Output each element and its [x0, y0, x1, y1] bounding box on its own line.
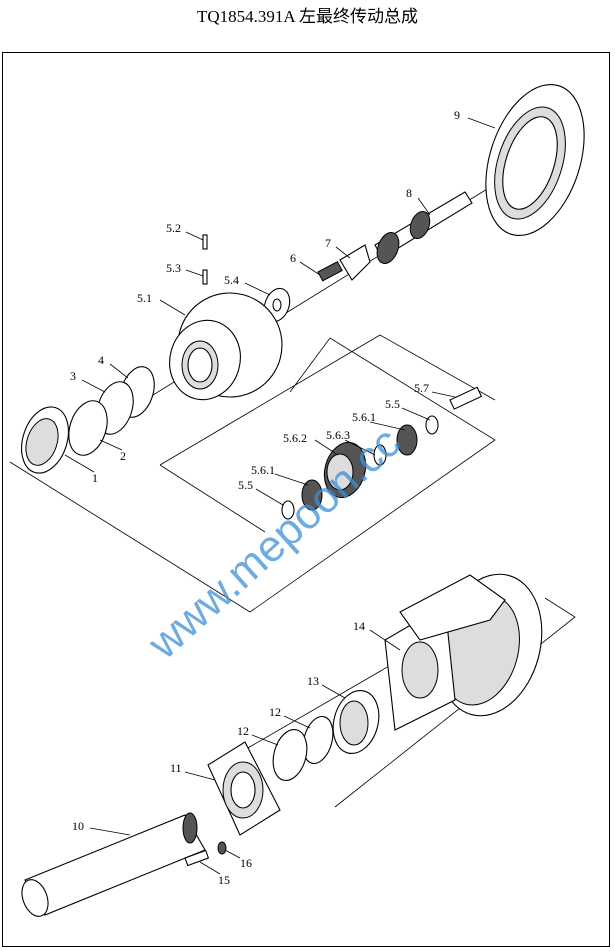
label-5-6-2: 5.6.2 — [283, 431, 307, 445]
label-5-5-left: 5.5 — [238, 478, 253, 492]
label-11: 11 — [170, 761, 182, 775]
pin-part-5-2 — [202, 234, 208, 250]
label-6: 6 — [290, 251, 296, 265]
label-7: 7 — [325, 236, 331, 250]
ring-gear-part-9 — [485, 83, 585, 237]
watermark: www.mepoon.cc — [138, 418, 410, 669]
bolt-part-6 — [317, 260, 343, 282]
housing-part-14 — [384, 573, 543, 731]
label-3: 3 — [70, 369, 76, 383]
drawing-frame — [2, 52, 610, 947]
label-16: 16 — [240, 856, 252, 870]
label-4: 4 — [98, 353, 104, 367]
label-5-4: 5.4 — [224, 273, 239, 287]
label-5-6-1-right: 5.6.1 — [352, 410, 376, 424]
label-9: 9 — [454, 108, 460, 122]
shaft-part-8 — [374, 191, 473, 264]
output-shaft-part-10 — [21, 812, 206, 917]
ring-part-2 — [68, 400, 108, 456]
bolt-part-15 — [184, 849, 210, 867]
label-5-1: 5.1 — [137, 291, 152, 305]
label-1: 1 — [92, 471, 98, 485]
label-13: 13 — [307, 674, 319, 688]
label-10: 10 — [72, 819, 84, 833]
label-15: 15 — [218, 873, 230, 887]
seal-part-12b — [272, 728, 308, 782]
bearing-part-1 — [21, 406, 69, 474]
pin-part-5-3 — [202, 269, 208, 285]
part-labels: 5.2 5.3 5.1 5.4 6 7 8 9 4 3 2 1 5.7 5.5 … — [70, 108, 460, 887]
planet-gear-set — [281, 386, 483, 520]
bearing-part-13 — [332, 690, 380, 754]
planet-carrier-part-5-1 — [169, 292, 283, 401]
label-14: 14 — [353, 619, 365, 633]
label-5-6-3: 5.6.3 — [326, 428, 350, 442]
label-5-2: 5.2 — [166, 221, 181, 235]
lock-plate-part-7 — [339, 244, 371, 281]
label-5-7: 5.7 — [414, 381, 429, 395]
label-5-3: 5.3 — [166, 261, 181, 275]
label-5-6-1-left: 5.6.1 — [251, 463, 275, 477]
diagram-title: TQ1854.391A 左最终传动总成 — [197, 7, 418, 26]
label-5-5-right: 5.5 — [385, 397, 400, 411]
label-2: 2 — [120, 449, 126, 463]
label-8: 8 — [406, 186, 412, 200]
label-12-upper: 12 — [269, 705, 281, 719]
bearing-cover-part-11 — [207, 741, 281, 836]
washer-part-16 — [217, 841, 227, 855]
label-12-lower: 12 — [237, 724, 249, 738]
leader-lines — [64, 117, 496, 875]
